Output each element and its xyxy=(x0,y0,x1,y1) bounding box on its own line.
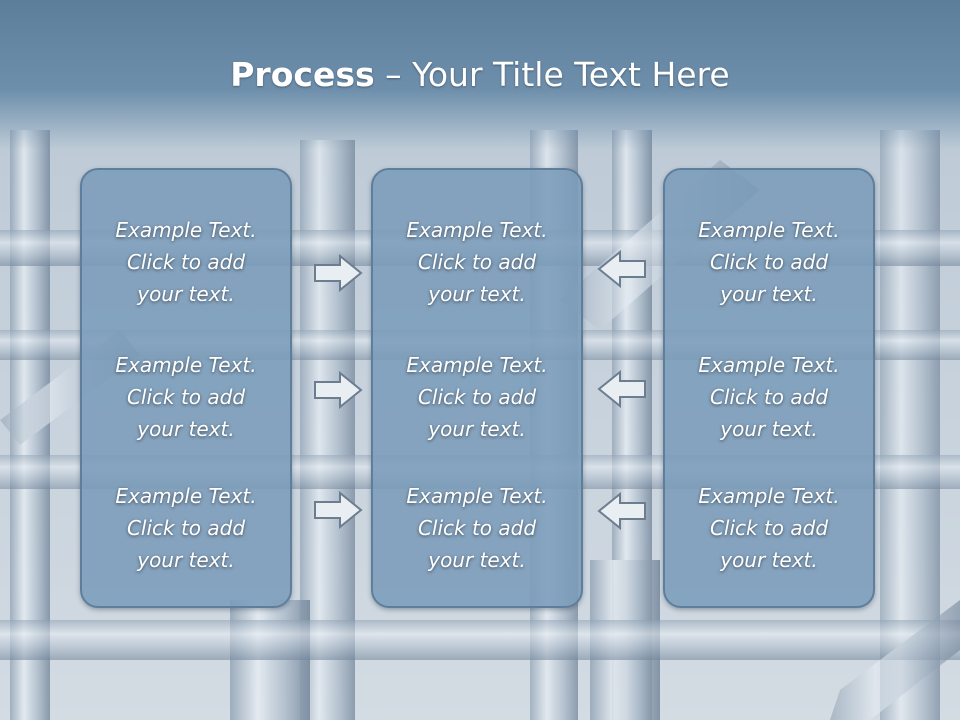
left-arrow-icon[interactable] xyxy=(597,250,647,288)
left-arrow-icon[interactable] xyxy=(597,492,647,530)
slide-title-rest: – Your Title Text Here xyxy=(374,55,730,94)
text-placeholder[interactable]: Example Text. Click to add your text. xyxy=(406,218,548,306)
process-box-middle[interactable]: Example Text. Click to add your text. Ex… xyxy=(371,168,583,608)
text-placeholder[interactable]: Example Text. Click to add your text. xyxy=(115,353,257,441)
left-arrow-icon[interactable] xyxy=(597,370,647,408)
title-band xyxy=(0,0,960,150)
process-box-right[interactable]: Example Text. Click to add your text. Ex… xyxy=(663,168,875,608)
text-placeholder[interactable]: Example Text. Click to add your text. xyxy=(698,218,840,306)
right-arrow-icon[interactable] xyxy=(313,254,363,292)
text-placeholder[interactable]: Example Text. Click to add your text. xyxy=(115,484,257,572)
process-box-left[interactable]: Example Text. Click to add your text. Ex… xyxy=(80,168,292,608)
text-placeholder[interactable]: Example Text. Click to add your text. xyxy=(115,218,257,306)
slide-title-bold: Process xyxy=(230,55,375,94)
slide-title[interactable]: Process – Your Title Text Here xyxy=(0,54,960,96)
right-arrow-icon[interactable] xyxy=(313,491,363,529)
text-placeholder[interactable]: Example Text. Click to add your text. xyxy=(406,484,548,572)
text-placeholder[interactable]: Example Text. Click to add your text. xyxy=(698,484,840,572)
right-arrow-icon[interactable] xyxy=(313,371,363,409)
text-placeholder[interactable]: Example Text. Click to add your text. xyxy=(406,353,548,441)
text-placeholder[interactable]: Example Text. Click to add your text. xyxy=(698,353,840,441)
